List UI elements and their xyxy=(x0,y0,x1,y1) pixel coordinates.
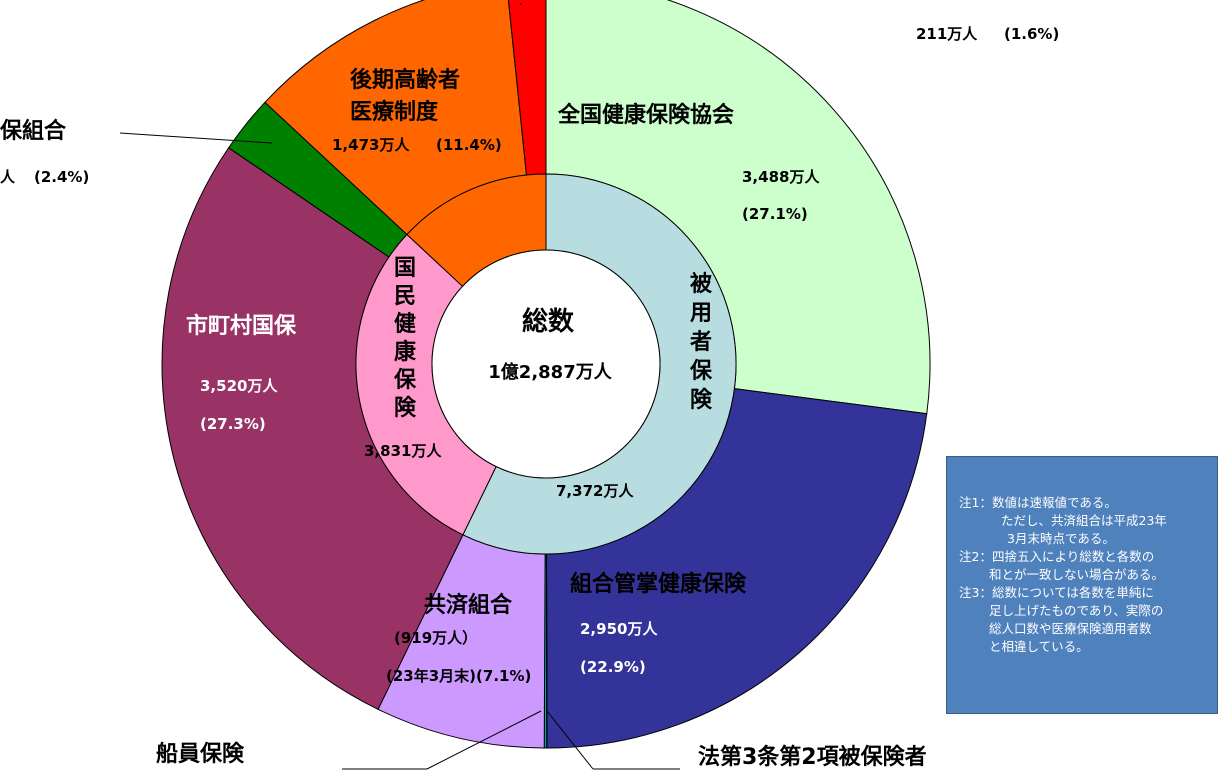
notes-box: 注1：数値は速報値である。 ただし、共済組合は平成23年 3月末時点である。 注… xyxy=(946,456,1218,714)
kokuho-char: 康 xyxy=(394,339,417,365)
hiyosha-char: 被 xyxy=(690,272,713,297)
value-koki: 1,473万人 xyxy=(332,136,410,154)
pct-koki: (11.4%) xyxy=(436,136,502,154)
kokuho-char: 民 xyxy=(394,284,416,309)
label-kyokai: 全国健康保険協会 xyxy=(557,102,734,128)
hiyosha-char: 用 xyxy=(690,301,712,326)
note-line: と相違している。 xyxy=(989,639,1089,654)
leader-line xyxy=(426,710,542,770)
hiyosha-char: 者 xyxy=(689,330,712,355)
kokuho-char: 健 xyxy=(394,311,416,337)
leader-line xyxy=(546,710,594,770)
leader-line xyxy=(119,132,273,144)
label-shichoson: 市町村国保 xyxy=(186,313,297,339)
label-kokuho-kumiai: 保組合 xyxy=(0,118,67,144)
pct-kumiai: (22.9%) xyxy=(580,658,646,676)
note-line: 注1：数値は速報値である。 xyxy=(959,495,1117,510)
label-kyosai: 共済組合 xyxy=(424,592,513,618)
value-hiyosha: 7,372万人 xyxy=(556,482,634,500)
value-kyokai: 3,488万人 xyxy=(742,168,820,186)
note-line: ただし、共済組合は平成23年 xyxy=(1001,513,1167,528)
note-line: 和とが一致しない場合がある。 xyxy=(989,567,1165,582)
pct-shichoson: (27.3%) xyxy=(200,415,266,433)
leader-lines xyxy=(119,3,680,770)
value-shichoson: 3,520万人 xyxy=(200,377,278,395)
note-line: 足し上げたものであり、実際の xyxy=(989,603,1164,618)
center-title: 総数 xyxy=(522,306,575,337)
hiyosha-char: 険 xyxy=(690,388,713,413)
kokuho-char: 険 xyxy=(394,396,417,421)
hiyosha-char: 保 xyxy=(689,359,713,384)
pct-kyokai: (27.1%) xyxy=(742,205,808,223)
outer-ring xyxy=(161,0,931,749)
label-koki-line2: 医療制度 xyxy=(350,99,439,125)
note-line: 総人口数や医療保険適用者数 xyxy=(989,621,1152,636)
label-koki-line1: 後期高齢者 xyxy=(350,67,460,93)
value-kyosai: (919万人） xyxy=(394,629,477,647)
note-line: 注3：総数については各数を単純に xyxy=(959,585,1154,600)
note-line: 注2：四捨五入により総数と各数の xyxy=(959,549,1155,564)
label-senin: 船員保険 xyxy=(156,741,245,767)
value-kumiai: 2,950万人 xyxy=(580,620,658,638)
value-kokuho-kumiai: 人 xyxy=(0,168,16,186)
pct-kokuho-kumiai: (2.4%) xyxy=(34,168,89,186)
label-kumiai: 組合管掌健康保険 xyxy=(570,571,747,597)
value-kokuho: 3,831万人 xyxy=(364,442,442,460)
pct-kyosai: (23年3月末)(7.1%) xyxy=(386,667,531,685)
value-small-red: 211万人 xyxy=(916,25,978,43)
label-ho3jou: 法第3条第2項被保険者 xyxy=(698,744,927,770)
center-value: 1億2,887万人 xyxy=(488,361,612,383)
center-hole xyxy=(431,249,661,479)
pct-small-red: (1.6%) xyxy=(1004,25,1059,43)
note-line: 3月末時点である。 xyxy=(1007,531,1115,546)
kokuho-char: 保 xyxy=(393,368,417,393)
kokuho-char: 国 xyxy=(394,256,416,281)
